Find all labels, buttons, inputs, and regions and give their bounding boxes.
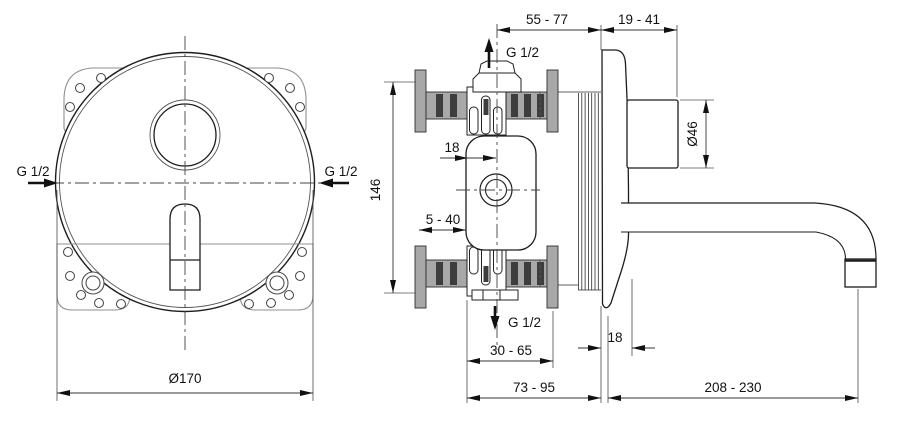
sensor-window [149,99,221,171]
side-view: G 1/2 G 1/2 146 55 - 77 19 - 41 [368,12,877,403]
inlet-assembly-bottom [414,245,559,309]
threaded-sleeve [425,91,469,120]
dim-wall-gap: 18 [578,279,655,356]
dim-built-in-depth: 73 - 95 208 - 230 [466,289,859,403]
inlet-left-label: G 1/2 [16,164,49,179]
wall-escutcheon [601,49,630,309]
inlet-bottom-label: G 1/2 [508,315,541,330]
inlet-bottom-annotation: G 1/2 [490,306,541,330]
threaded-sleeve [425,259,469,288]
dim-recess-depth: 55 - 77 19 - 41 [497,12,678,97]
dim-inlet-spacing: 146 [368,81,416,294]
wall-hatch [558,91,601,291]
dim-plate-diameter-label: Ø170 [168,371,201,386]
spout [620,202,877,288]
sensor-handle [626,99,679,169]
dim-outlet-offset: 18 [440,140,496,161]
union-nut [471,289,519,301]
inlet-assembly-top [414,60,559,136]
dim-body-range-label: 30 - 65 [490,343,532,358]
screw-holes [62,72,308,310]
mounting-flange [414,69,427,133]
dim-plaster-range: 5 - 40 [419,212,466,233]
mounting-flange [414,245,427,309]
front-view: G 1/2 G 1/2 Ø170 [16,36,358,401]
dim-handle-diameter-label: Ø46 [685,121,700,147]
inlet-left-annotation: G 1/2 [16,164,58,188]
dim-outlet-offset-label: 18 [444,140,459,155]
screw-bosses [81,271,289,295]
dim-inlet-spacing-label: 146 [368,179,383,202]
inlet-right-annotation: G 1/2 [319,164,358,188]
inlet-right-label: G 1/2 [324,164,357,179]
dim-body-range: 30 - 65 [467,311,554,368]
dim-spout-reach-label: 208 - 230 [704,380,761,395]
inlet-top-label: G 1/2 [506,45,539,60]
mounting-flange [546,245,559,309]
dim-plate-diameter: Ø170 [56,190,314,401]
dim-built-in-depth-label: 73 - 95 [513,380,555,395]
aerator [844,258,877,288]
dim-wall-gap-label: 18 [607,330,622,345]
dim-plaster-range-label: 5 - 40 [426,212,461,227]
mounting-flange [546,69,559,133]
inlet-top-annotation: G 1/2 [484,38,539,68]
dim-handle-diameter: Ø46 [680,99,714,169]
dim-trim-depth-label: 19 - 41 [618,12,660,27]
dim-recess-depth-label: 55 - 77 [526,12,568,27]
